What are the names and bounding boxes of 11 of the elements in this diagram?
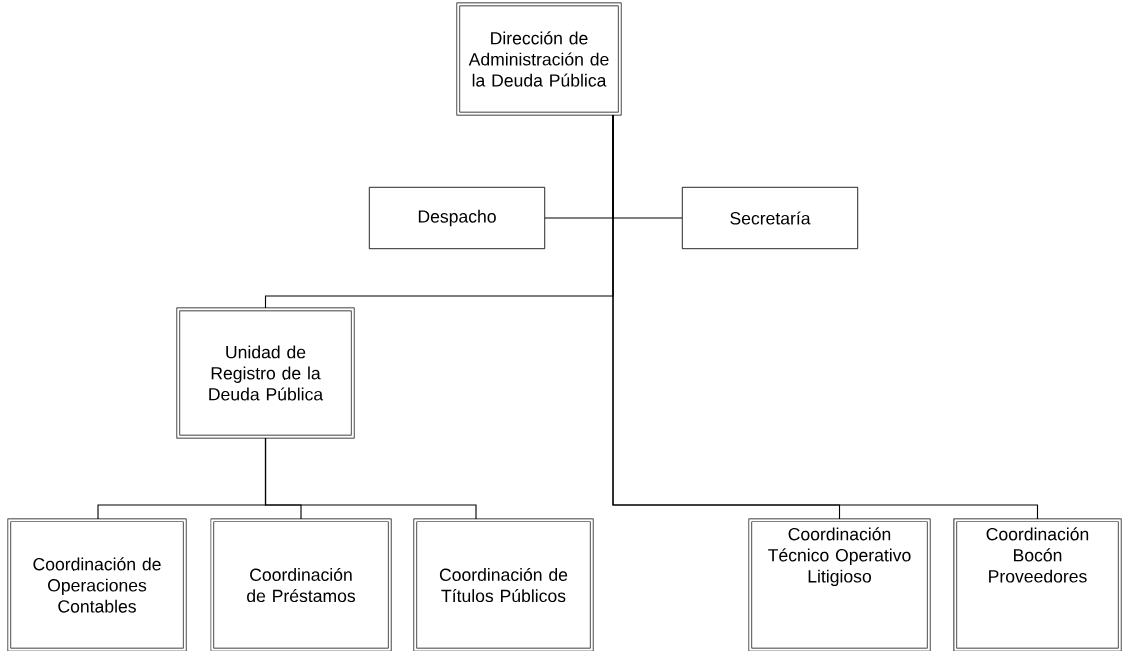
- unit-box: Coordinación Técnico Operativo Litigioso: [748, 518, 931, 651]
- unit-box: Coordinación Bocón Proveedores: [953, 518, 1122, 651]
- unit-box: Unidad de Registro de la Deuda Pública: [176, 307, 355, 439]
- unit-box: Coordinación de Préstamos: [210, 518, 392, 651]
- connector-line: [612, 114, 1039, 520]
- office-box: Secretaría: [681, 186, 859, 250]
- office-box: Despacho: [368, 186, 546, 250]
- unit-box: Coordinación de Títulos Públicos: [413, 518, 594, 651]
- unit-box: Dirección de Administración de la Deuda Pública: [456, 2, 622, 116]
- unit-box: Coordinación de Operaciones Contables: [7, 518, 187, 651]
- connector-line: [264, 437, 477, 520]
